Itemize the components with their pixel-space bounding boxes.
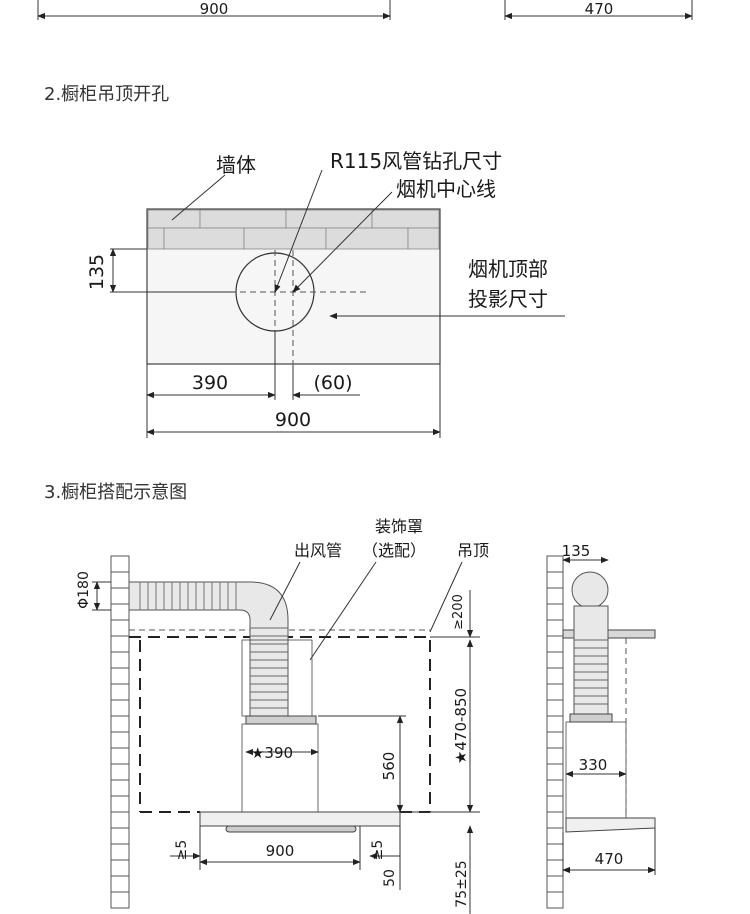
label-wall: 墙体 — [216, 153, 256, 177]
brick-wall-right — [546, 555, 564, 909]
dim-phi180: Φ180 — [76, 571, 92, 609]
dim-star-390: ★390 — [251, 744, 293, 762]
brick-wall-left — [110, 555, 130, 909]
cabinet-hole-drawing: 墙体 R115风管钻孔尺寸 烟机中心线 烟机顶部 投影尺寸 135 390 (6… — [86, 149, 565, 438]
label-projection-1: 烟机顶部 — [468, 257, 548, 281]
center-leader — [292, 191, 393, 293]
label-projection-2: 投影尺寸 — [468, 287, 548, 311]
hole-leader — [274, 169, 323, 293]
front-view-drawing: 装饰罩 （选配） 出风管 吊顶 Φ180 ≥200 ★470-850 ★390 … — [76, 517, 489, 914]
dim-135: 135 — [86, 254, 108, 290]
top-dimension-group: 900 470 — [37, 0, 693, 20]
label-ceiling: 吊顶 — [457, 541, 489, 560]
label-outlet-duct: 出风管 — [294, 541, 342, 560]
side-duct-circle — [571, 571, 609, 609]
dim-470-850: ★470-850 — [452, 688, 470, 764]
section2-title: 2.橱柜吊顶开孔 — [44, 84, 170, 105]
dim-900: 900 — [275, 409, 311, 431]
section3-title: 3.橱柜搭配示意图 — [44, 482, 188, 503]
label-hole-size: R115风管钻孔尺寸 — [330, 149, 502, 173]
wall-leader — [171, 174, 226, 221]
dim-60: (60) — [313, 372, 352, 394]
hood-base — [199, 811, 401, 827]
wall-bricks — [147, 209, 440, 250]
dim-ge5-left: ≥5 — [174, 840, 190, 861]
dim-ge200: ≥200 — [451, 594, 466, 630]
dim-50: 50 — [382, 869, 398, 887]
dim-900-front: 900 — [266, 842, 295, 860]
top-dim-900: 900 — [200, 0, 229, 18]
side-dim-135: 135 — [562, 542, 591, 560]
side-dim-470: 470 — [595, 850, 624, 868]
dim-560: 560 — [380, 752, 398, 781]
dim-ge5-right: ≥5 — [370, 840, 386, 861]
dim-390: 390 — [192, 372, 228, 394]
label-cover-optional: （选配） — [362, 541, 426, 560]
side-view-drawing: 135 330 470 — [546, 542, 656, 909]
hood-chimney — [241, 723, 319, 813]
top-dim-470: 470 — [585, 0, 614, 18]
exhaust-duct — [128, 581, 289, 717]
side-dim-330: 330 — [579, 756, 608, 774]
label-center-line: 烟机中心线 — [396, 177, 496, 201]
dim-75: 75±25 — [454, 860, 470, 907]
label-cover: 装饰罩 — [375, 517, 423, 536]
